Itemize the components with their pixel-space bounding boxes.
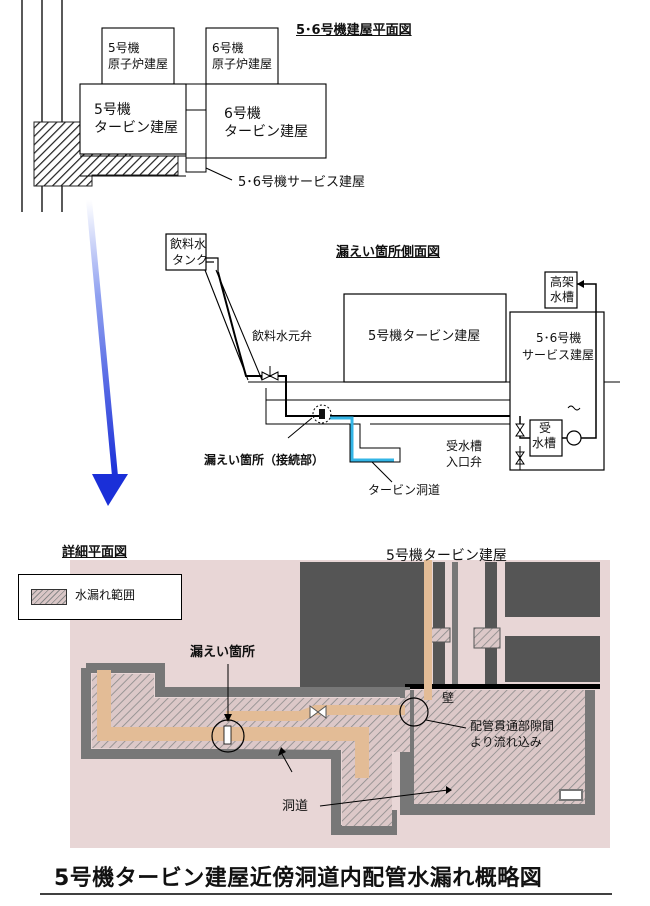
drinking-tank-label-1: 飲料水: [170, 237, 207, 251]
blue-transition-arrow: [86, 200, 128, 506]
u5-reactor-label-1: 5号機: [108, 41, 140, 55]
legend-hatch-swatch: [31, 589, 67, 605]
main-valve-label: 飲料水元弁: [252, 329, 313, 343]
service-building-label: 5･6号機サービス建屋: [238, 175, 366, 190]
side-turbine-building: [343, 293, 507, 383]
receiving-tank: [529, 419, 563, 457]
u6-reactor-label-2: 原子炉建屋: [212, 57, 273, 71]
u6-reactor-label-1: 6号機: [212, 41, 244, 55]
elevated-tank-label-2: 水槽: [550, 290, 575, 304]
detail-plan: [70, 560, 610, 848]
drinking-water-main-valve: [261, 371, 272, 381]
building-plan: [21, 0, 327, 212]
dark-block-right-top: [505, 562, 600, 617]
side-service-label-1: 5･6号機: [536, 331, 582, 345]
receiving-tank-label-2: 水槽: [532, 436, 557, 450]
pump-icon: [566, 430, 582, 446]
side-tunnel-label: タービン洞道: [368, 483, 441, 497]
elevated-water-tank: [544, 271, 578, 309]
legend-label: 水漏れ範囲: [75, 588, 136, 602]
drinking-tank-label-2: タンク: [172, 253, 209, 267]
detail-building-label: 5号機タービン建屋: [386, 548, 507, 564]
penetration-label-2: より流れ込み: [470, 735, 542, 749]
penetration-label-1: 配管貫通部隙間: [470, 719, 555, 733]
legend-box: 水漏れ範囲: [18, 574, 182, 620]
u5-turbine-label-1: 5号機: [94, 102, 131, 118]
dark-block-main: [300, 562, 425, 688]
detail-pipe: [97, 670, 369, 778]
side-service-label-2: サービス建屋: [522, 348, 595, 362]
leak-point-label: 漏えい箇所（接続部）: [204, 453, 325, 467]
inlet-valve-label-1: 受水槽: [446, 439, 483, 453]
dark-block-right-bottom: [505, 636, 600, 682]
water-leak-range: [92, 674, 585, 826]
inlet-valve-label-2: 入口弁: [446, 455, 483, 469]
penetration-circle: [399, 697, 429, 727]
wall-label: 壁: [442, 691, 455, 705]
u6-turbine-label-2: タービン建屋: [224, 124, 308, 140]
leak-connection-marker: [319, 409, 325, 419]
service-building: [185, 157, 207, 173]
elevated-tank-label-1: 高架: [550, 275, 575, 289]
u5-turbine-building: [79, 83, 187, 155]
u5-turbine-label-2: タービン建屋: [94, 120, 178, 136]
u6-reactor-building: [205, 27, 279, 85]
side-turbine-label: 5号機タービン建屋: [368, 329, 481, 344]
main-title: 5号機タービン建屋近傍洞道内配管水漏れ概略図: [54, 866, 543, 891]
plan-title: 5･6号機建屋平面図: [296, 23, 412, 38]
leak-water-path: [330, 416, 394, 462]
u6-turbine-building: [205, 83, 327, 159]
side-view: [165, 233, 620, 483]
u6-turbine-label-1: 6号機: [224, 106, 261, 122]
side-view-title: 漏えい箇所側面図: [336, 245, 441, 260]
detail-leak-label: 漏えい箇所: [190, 645, 256, 660]
drinking-water-tank: [165, 233, 207, 271]
u5-reactor-label-2: 原子炉建屋: [108, 57, 169, 71]
receiving-tank-inlet-valve: [515, 423, 525, 431]
u5-reactor-building: [101, 27, 175, 85]
wall-line: [405, 684, 600, 689]
detail-tunnel-label: 洞道: [282, 799, 309, 814]
receiving-tank-label-1: 受: [539, 421, 552, 435]
detail-title: 詳細平面図: [62, 545, 128, 560]
